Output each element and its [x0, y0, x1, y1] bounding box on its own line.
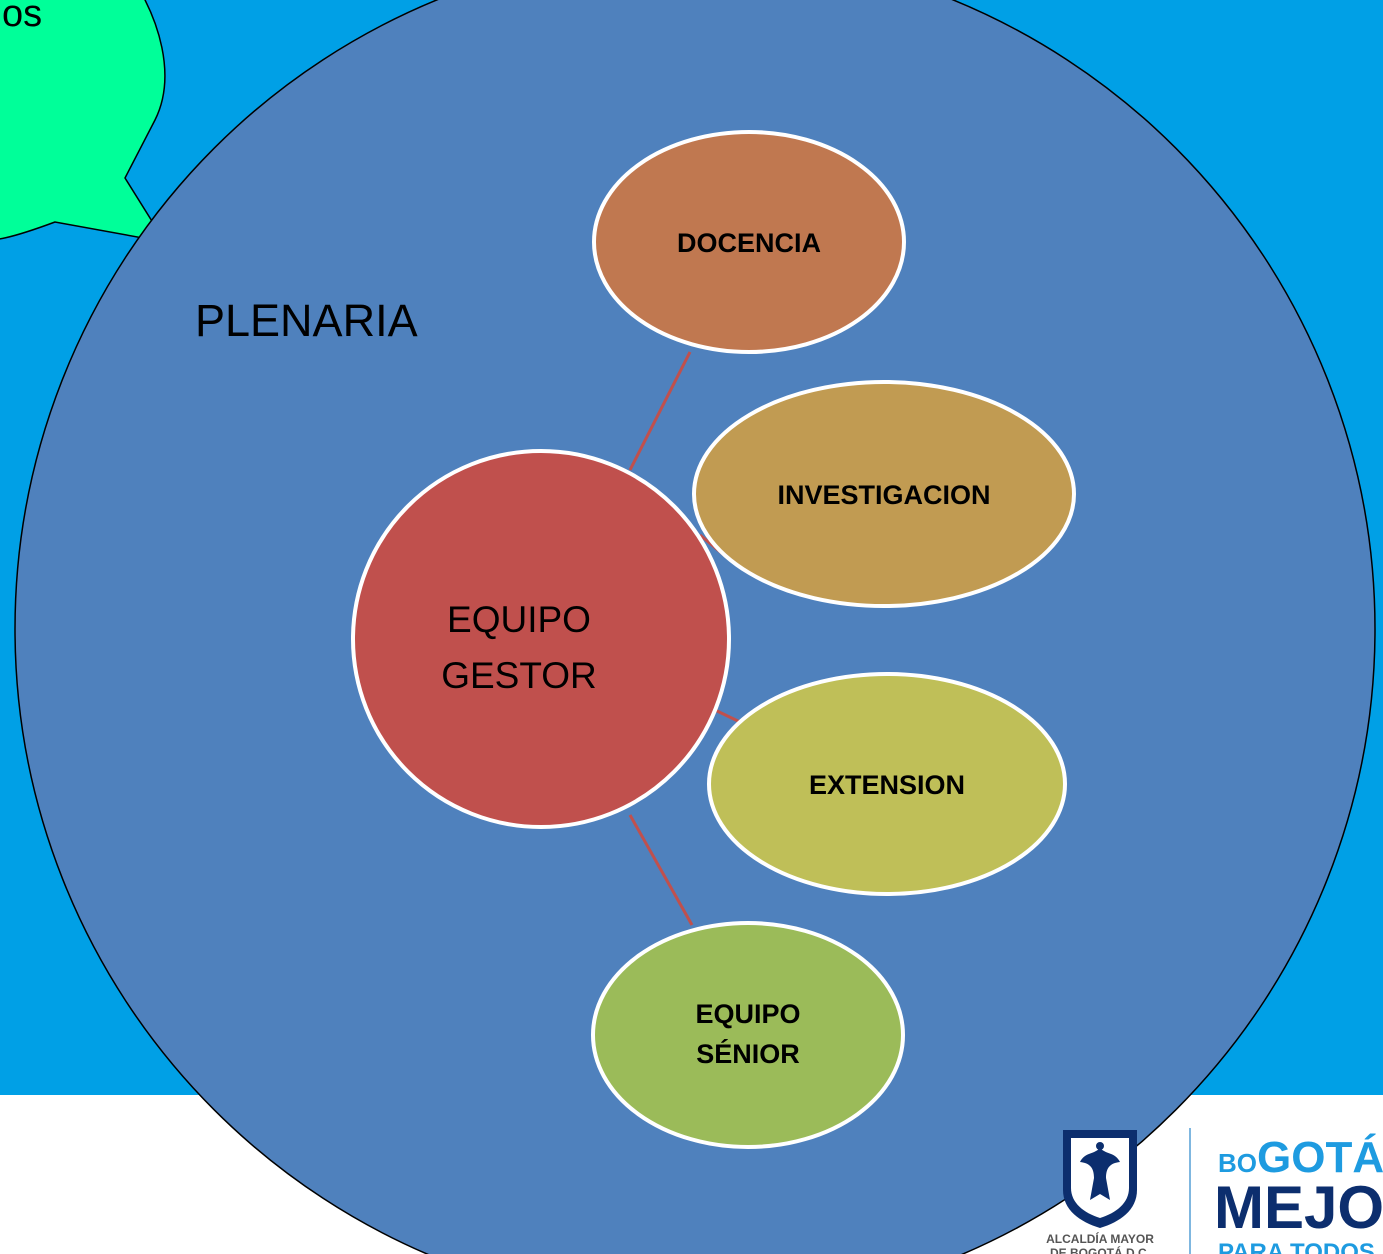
senior-label-line1: EQUIPO [695, 999, 800, 1029]
callout-text: os [2, 0, 42, 35]
bogota-part1: BO [1218, 1148, 1257, 1178]
alcaldia-line1: ALCALDÍA MAYOR [1046, 1231, 1154, 1246]
investigacion-label: INVESTIGACION [777, 480, 990, 510]
bogota-part2: GOTÁ [1257, 1132, 1383, 1182]
node-docencia: DOCENCIA [592, 130, 906, 354]
extension-ellipse [707, 672, 1067, 896]
node-equipo-gestor: EQUIPO GESTOR [351, 449, 731, 829]
para-todos-wordmark: PARA TODOS [1218, 1239, 1375, 1254]
connector-extension [714, 708, 741, 724]
node-equipo-senior: EQUIPO SÉNIOR [591, 921, 905, 1149]
bogota-mejor-logo: BOGOTÁ MEJOR PARA TODOS [1214, 1132, 1383, 1254]
plenaria-label: PLENARIA [195, 295, 418, 346]
investigacion-ellipse [692, 380, 1076, 608]
alcaldia-line2: DE BOGOTÁ D.C. [1050, 1245, 1150, 1254]
bogota-wordmark: BOGOTÁ [1218, 1132, 1383, 1182]
node-investigacion: INVESTIGACION [692, 380, 1076, 608]
connector-senior [628, 814, 694, 926]
alcaldia-logo: ALCALDÍA MAYOR DE BOGOTÁ D.C. [1046, 1130, 1154, 1254]
speech-bubble-callout [0, 0, 167, 244]
connector-docencia [628, 351, 692, 471]
mejor-wordmark: MEJOR [1214, 1174, 1383, 1241]
gestor-label-line2: GESTOR [441, 655, 597, 696]
gestor-label-line1: EQUIPO [447, 599, 591, 640]
docencia-label: DOCENCIA [677, 228, 821, 258]
coat-of-arms-icon [1063, 1130, 1137, 1228]
extension-label: EXTENSION [809, 770, 965, 800]
senior-label-line2: SÉNIOR [696, 1038, 800, 1069]
node-extension: EXTENSION [707, 672, 1067, 896]
docencia-ellipse [592, 130, 906, 354]
gestor-circle [351, 449, 731, 829]
senior-ellipse [591, 921, 905, 1149]
